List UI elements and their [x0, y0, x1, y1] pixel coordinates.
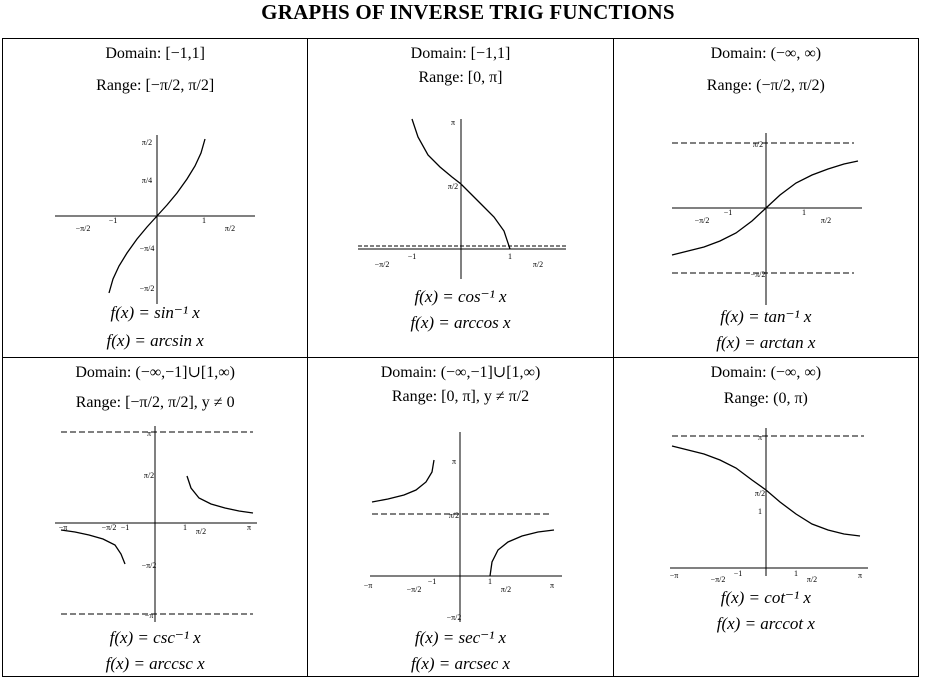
y-tick-label: π/4 [142, 176, 152, 185]
arcsin-curve [108, 138, 206, 294]
x-tick-label: 1 [794, 569, 798, 578]
x-tick-label: π/2 [533, 260, 543, 269]
y-tick-label: −π/2 [750, 270, 765, 279]
cell-arctan: Domain: (−∞, ∞) Range: (−π/2, π/2) −π/2 … [612, 38, 920, 358]
x-tick-label: 1 [508, 252, 512, 261]
x-tick-label: −π/2 [694, 216, 709, 225]
arcsec-graph: −π −π/2 −1 1 π/2 π π π/2 −π/2 [364, 432, 563, 622]
function-name: f(x) = arccos x [410, 313, 511, 332]
x-tick-label: 1 [802, 208, 806, 217]
cell-arccos: Domain: [−1,1] Range: [0, π] −π/2 −1 1 π… [307, 38, 614, 358]
x-tick-label: π/2 [225, 224, 235, 233]
y-tick-label: 1 [758, 507, 762, 516]
x-tick-label: −1 [428, 577, 437, 586]
cell-arccot: Domain: (−∞, ∞) Range: (0, π) −π −π/2 −1… [612, 357, 920, 677]
arccot-graph: −π −π/2 −1 1 π/2 π π π/2 1 [669, 428, 868, 584]
domain-label: Domain: [−1,1] [410, 45, 511, 62]
domain-label: Domain: (−∞,−1]∪[1,∞) [75, 364, 235, 381]
x-tick-label: −π/2 [375, 260, 390, 269]
y-tick-label: −π [145, 611, 154, 620]
function-notation: f(x) = sin⁻¹ x [110, 303, 200, 322]
x-tick-label: π/2 [821, 216, 831, 225]
arccos-curve [411, 118, 511, 250]
range-label: Range: [0, π] [418, 69, 503, 86]
y-tick-label: π [147, 429, 151, 438]
y-tick-label: π/2 [142, 138, 152, 147]
cell-arcsin: Domain: [−1,1] Range: [−π/2, π/2] −π/2 −… [1, 38, 309, 358]
function-name: f(x) = arcsin x [106, 331, 204, 350]
domain-label: Domain: (−∞, ∞) [710, 45, 822, 62]
x-tick-label: 1 [183, 523, 187, 532]
y-tick-label: π [758, 433, 762, 442]
x-tick-label: π [550, 581, 554, 590]
y-tick-label: π [452, 457, 456, 466]
arccos-graph: −π/2 −1 1 π/2 π π/2 [358, 118, 567, 279]
domain-label: Domain: (−∞, ∞) [710, 364, 822, 381]
range-label: Range: [−π/2, π/2], y ≠ 0 [75, 394, 235, 411]
arccsc-curve-left [60, 529, 126, 565]
x-tick-label: 1 [202, 216, 206, 225]
cell-arccsc: Domain: (−∞,−1]∪[1,∞) Range: [−π/2, π/2]… [1, 357, 309, 677]
range-label: Range: (−π/2, π/2) [706, 77, 825, 94]
cell-arcsec: Domain: (−∞,−1]∪[1,∞) Range: [0, π], y ≠… [307, 357, 614, 677]
function-notation: f(x) = cos⁻¹ x [414, 287, 507, 306]
x-tick-label: −π/2 [76, 224, 91, 233]
y-tick-label: π/2 [144, 471, 154, 480]
function-name: f(x) = arctan x [716, 333, 816, 352]
x-tick-label: −1 [121, 523, 130, 532]
range-label: Range: [−π/2, π/2] [96, 77, 215, 94]
y-tick-label: π/2 [448, 182, 458, 191]
y-tick-label: −π/4 [140, 244, 155, 253]
y-tick-label: −π/2 [142, 561, 157, 570]
x-tick-label: −π [59, 523, 68, 532]
function-notation: f(x) = tan⁻¹ x [720, 307, 812, 326]
graphs-table: Domain: [−1,1] Range: [−π/2, π/2] −π/2 −… [1, 38, 920, 677]
x-tick-label: π/2 [807, 575, 817, 584]
x-tick-label: −π [669, 571, 678, 580]
domain-label: Domain: (−∞,−1]∪[1,∞) [380, 364, 541, 381]
y-tick-label: −π/2 [447, 613, 462, 622]
arctan-curve [671, 160, 858, 256]
range-label: Range: (0, π) [723, 390, 808, 407]
function-name: f(x) = arccsc x [105, 654, 205, 673]
x-tick-label: −π/2 [710, 575, 725, 584]
x-tick-label: π [247, 523, 251, 532]
x-tick-label: −π [364, 581, 373, 590]
x-tick-label: −1 [733, 569, 742, 578]
arccsc-curve-right [186, 475, 254, 514]
x-tick-label: π [858, 571, 862, 580]
function-name: f(x) = arcsec x [410, 654, 511, 673]
x-tick-label: −1 [723, 208, 732, 217]
y-tick-label: π [451, 118, 455, 127]
x-tick-label: 1 [488, 577, 492, 586]
function-notation: f(x) = sec⁻¹ x [414, 628, 507, 647]
x-tick-label: −1 [109, 216, 118, 225]
x-tick-label: π/2 [196, 527, 206, 536]
arctan-graph: −π/2 −1 1 π/2 π/2 −π/2 [671, 133, 862, 305]
arcsec-curve-right [489, 529, 555, 577]
domain-label: Domain: [−1,1] [105, 45, 205, 62]
page-title: GRAPHS OF INVERSE TRIG FUNCTIONS [261, 0, 675, 24]
x-tick-label: −π/2 [407, 585, 422, 594]
function-notation: f(x) = cot⁻¹ x [720, 588, 811, 607]
range-label: Range: [0, π], y ≠ π/2 [391, 388, 530, 405]
x-tick-label: −1 [408, 252, 417, 261]
function-name: f(x) = arccot x [716, 614, 815, 633]
function-notation: f(x) = csc⁻¹ x [109, 628, 201, 647]
x-tick-label: −π/2 [102, 523, 117, 532]
y-tick-label: π/2 [449, 511, 459, 520]
arcsin-graph: −π/2 −1 1 π/2 π/2 π/4 −π/4 −π/2 [55, 135, 255, 304]
arcsec-curve-left [372, 459, 435, 503]
y-tick-label: π/2 [753, 140, 763, 149]
arccsc-graph: −π −π/2 −1 1 π/2 π π π/2 −π/2 −π [55, 426, 257, 622]
y-tick-label: π/2 [755, 489, 765, 498]
y-tick-label: −π/2 [140, 284, 155, 293]
arccot-curve [671, 445, 860, 537]
x-tick-label: π/2 [501, 585, 511, 594]
